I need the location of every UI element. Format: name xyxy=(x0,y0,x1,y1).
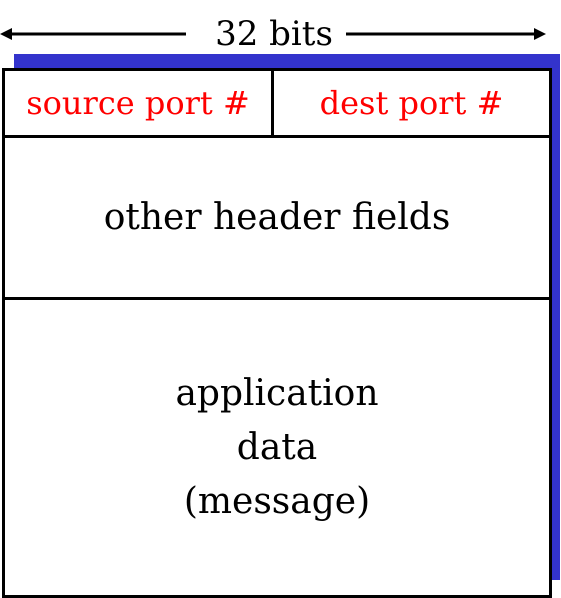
width-arrows xyxy=(0,28,546,40)
application-data-row: application data (message) xyxy=(5,300,549,595)
other-header-fields-row: other header fields xyxy=(5,138,549,300)
dest-port-field: dest port # xyxy=(274,71,549,135)
dest-port-label: dest port # xyxy=(319,84,504,122)
app-data-line-2: data xyxy=(236,426,318,468)
other-header-label: other header fields xyxy=(103,197,451,238)
app-data-line-1: application xyxy=(175,372,379,414)
source-port-field: source port # xyxy=(5,71,274,135)
segment-format-box: source port # dest port # other header f… xyxy=(2,68,552,598)
width-text: 32 bits xyxy=(215,14,333,54)
app-data-line-3: (message) xyxy=(183,480,371,522)
width-label: 32 bits xyxy=(0,8,548,58)
right-arrow xyxy=(346,28,546,40)
port-fields-row: source port # dest port # xyxy=(5,71,549,138)
left-arrow xyxy=(0,28,186,40)
source-port-label: source port # xyxy=(26,84,250,122)
